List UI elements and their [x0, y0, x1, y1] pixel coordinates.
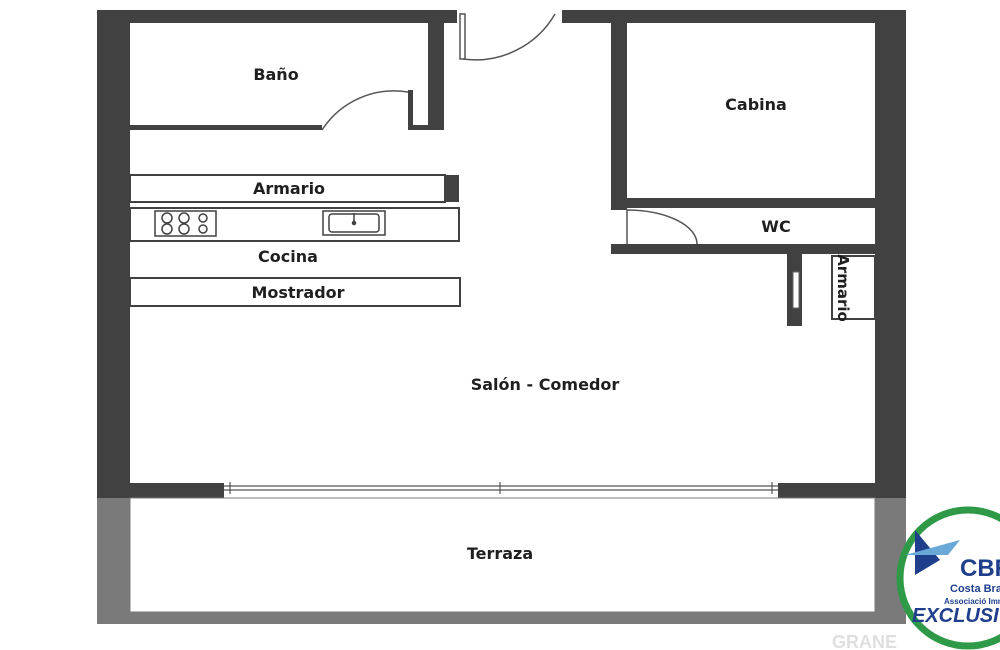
cabin-walls: [611, 10, 875, 254]
sink-icon: [322, 210, 386, 236]
logo-line2: Associació Immobi: [944, 597, 1000, 606]
room-label-armario-vertical: Armario: [834, 254, 852, 322]
room-label-bano: Baño: [253, 65, 298, 84]
room-label-terraza: Terraza: [467, 544, 533, 563]
bathroom-walls: [130, 10, 444, 130]
right-wardrobe-walls: [787, 254, 876, 326]
logo-name: CBR: [960, 555, 1000, 582]
agency-logo: CBR Costa Bra Associació Immobi EXCLUSI: [896, 506, 1000, 650]
room-label-wc: WC: [761, 217, 790, 236]
terrace-walls: [97, 497, 906, 624]
room-label-mostrador: Mostrador: [251, 283, 344, 302]
logo-line1: Costa Bra: [950, 583, 1000, 595]
outer-walls: [97, 10, 906, 498]
wc-door-arc: [626, 209, 698, 245]
bathroom-door-arc: [321, 90, 409, 131]
watermark: GRANE: [832, 632, 897, 650]
room-label-cabina: Cabina: [725, 95, 787, 114]
logo-badge: EXCLUSI: [912, 605, 999, 627]
entrance-door: [459, 13, 556, 61]
room-label-cocina: Cocina: [258, 247, 318, 266]
sliding-door: [224, 482, 778, 494]
cooktop-icon: [154, 210, 217, 237]
room-label-salon: Salón - Comedor: [471, 375, 620, 394]
room-label-armario: Armario: [253, 179, 325, 198]
